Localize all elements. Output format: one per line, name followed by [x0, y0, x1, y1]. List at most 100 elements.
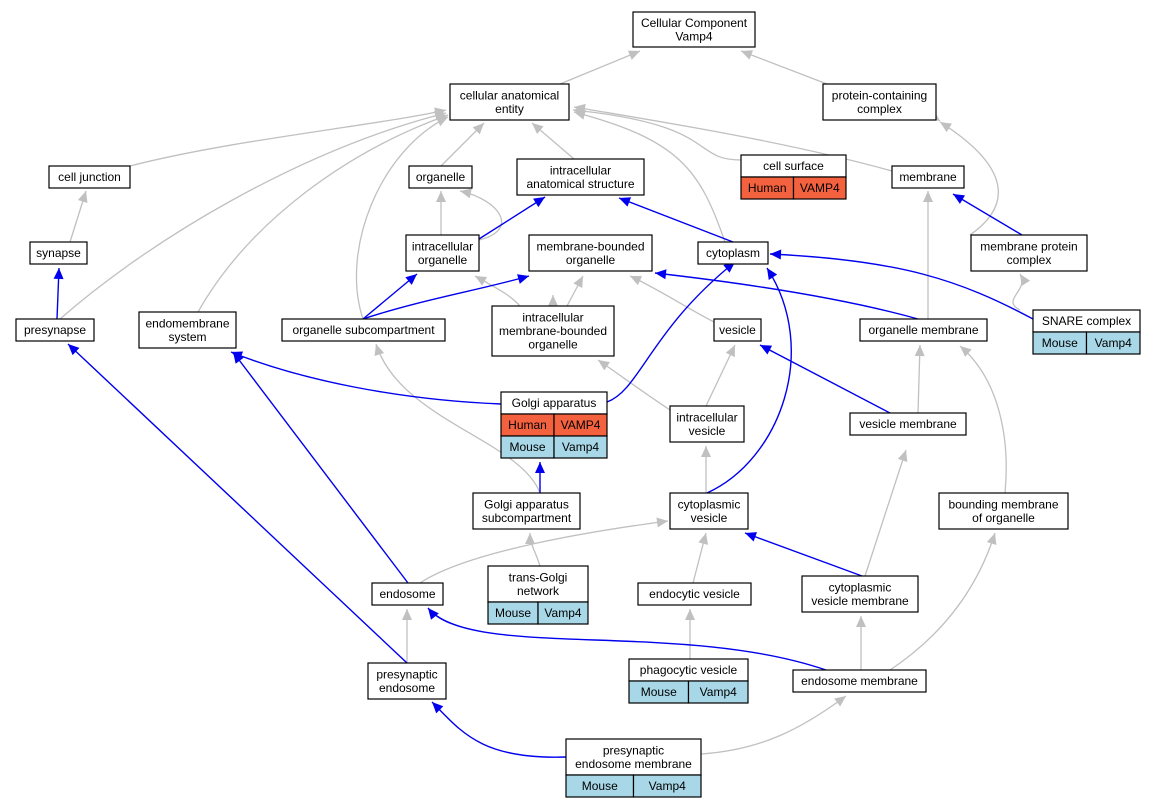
node-label: endocytic vesicle [649, 587, 740, 601]
node-label: endosome [379, 681, 435, 695]
node-vm[interactable]: vesicle membrane [849, 412, 967, 436]
node-box [29, 241, 88, 265]
node-org[interactable]: organelle [408, 165, 473, 189]
part-of-edge [759, 344, 891, 414]
node-label: membrane protein [980, 239, 1077, 253]
part-of-edge [606, 261, 736, 403]
node-box [449, 83, 570, 121]
node-label: organelle [418, 253, 468, 267]
annotation-species: Mouse [582, 779, 618, 793]
node-box [138, 311, 237, 349]
node-endo[interactable]: endosome [371, 582, 444, 606]
node-endov[interactable]: endocytic vesicle [637, 582, 752, 606]
arrowhead [856, 616, 866, 627]
is-a-edge [959, 345, 1007, 494]
node-label: cytoplasmic [678, 497, 741, 511]
is-a-edge [355, 116, 449, 320]
is-a-edge [197, 114, 449, 313]
arrowhead [77, 191, 88, 203]
arrowhead [986, 533, 997, 545]
arrowhead [68, 344, 80, 356]
node-label: vesicle [689, 424, 726, 438]
node-label: endosome [379, 587, 435, 601]
is-a-edge [705, 344, 736, 407]
node-cj[interactable]: cell junction [48, 165, 131, 189]
arrowhead [548, 295, 558, 306]
is-a-edge [459, 190, 503, 241]
node-label: membrane [899, 170, 957, 184]
part-of-edge [67, 343, 408, 664]
annotation-gene: Vamp4 [544, 606, 581, 620]
node-box [565, 738, 702, 776]
part-of-edge [362, 275, 530, 320]
node-label: vesicle membrane [811, 594, 909, 608]
node-label: endomembrane [145, 316, 229, 330]
node-cyto[interactable]: cytoplasm [697, 241, 769, 265]
node-ves[interactable]: vesicle [713, 318, 762, 342]
node-label: endosome membrane [575, 757, 692, 771]
part-of-edge [952, 193, 1023, 236]
node-label: intracellular [550, 163, 611, 177]
arrowhead [53, 268, 64, 280]
node-mem[interactable]: membrane [891, 165, 965, 189]
node-label: endosome membrane [801, 674, 918, 688]
edges [53, 50, 1034, 758]
annotation-gene-cell [792, 176, 847, 200]
is-a-edge [573, 106, 893, 172]
node-label: of organelle [972, 511, 1035, 525]
node-label: presynaptic [376, 667, 437, 681]
node-box [849, 412, 967, 436]
node-box [970, 234, 1088, 272]
annotation-gene-cell [1085, 331, 1141, 355]
node-label: membrane-bounded [536, 239, 644, 253]
is-a-edge [629, 275, 715, 323]
is-a-edge [700, 695, 847, 755]
node-box [487, 565, 589, 603]
is-a-edge [917, 344, 921, 414]
is-a-edge [939, 121, 999, 236]
annotation-gene-cell [632, 774, 702, 798]
node-label: organelle [528, 338, 578, 352]
node-label: presynapse [24, 323, 86, 337]
node-orgmem[interactable]: organelle membrane [859, 318, 988, 342]
node-box [801, 575, 919, 613]
node-box [516, 158, 645, 196]
node-presyn[interactable]: presynapse [15, 318, 95, 342]
node-syn[interactable]: synapse [29, 241, 88, 265]
arrowhead [573, 276, 583, 289]
node-label: trans-Golgi [509, 570, 568, 584]
node-box [472, 492, 581, 530]
arrowhead [770, 249, 782, 260]
arrowhead [532, 123, 544, 134]
node-em[interactable]: endosome membrane [792, 669, 927, 693]
node-box [528, 234, 653, 272]
arrowhead [656, 517, 668, 528]
arrowhead [723, 262, 735, 273]
is-a-edge [573, 111, 726, 243]
node-label: vesicle membrane [859, 417, 957, 431]
arrowhead [598, 360, 610, 371]
node-osc[interactable]: organelle subcompartment [281, 318, 446, 342]
